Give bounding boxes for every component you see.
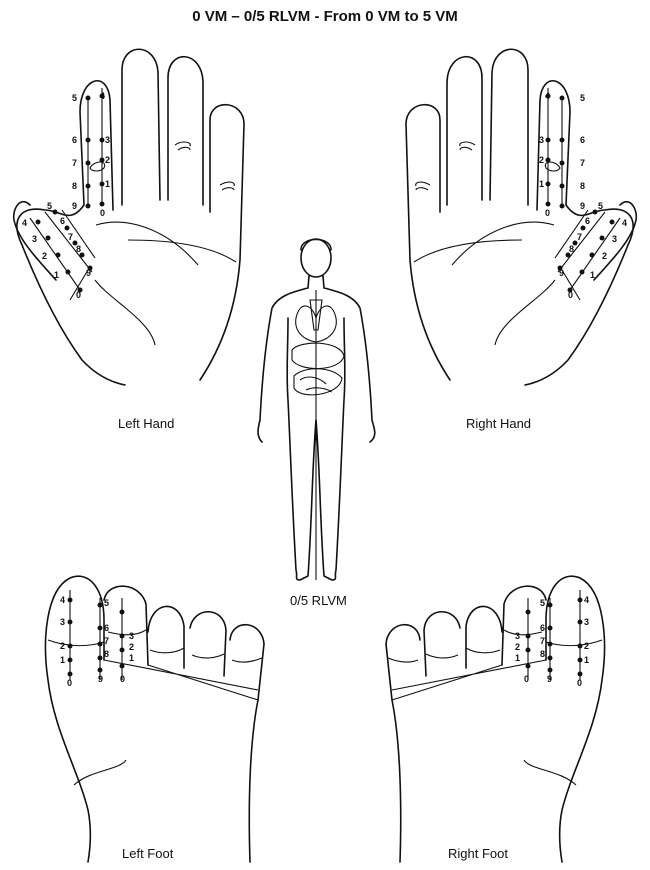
right-thumb-label: 1 bbox=[590, 270, 595, 280]
right-thumb-label: 5 bbox=[598, 201, 603, 211]
right-foot bbox=[385, 575, 606, 863]
left-thumb-label: 9 bbox=[86, 268, 91, 278]
right-second-toe-label: 8 bbox=[540, 649, 545, 659]
right-hand-finger-label: 2 bbox=[539, 155, 544, 165]
left-thumb-label: 1 bbox=[54, 270, 59, 280]
right-big-toe-label: 3 bbox=[584, 617, 589, 627]
left-hand-finger-label: 2 bbox=[105, 155, 110, 165]
left-hand-finger-label: 1 bbox=[105, 179, 110, 189]
left-second-toe-inner-label: 3 bbox=[129, 631, 134, 641]
left-big-toe-label: 3 bbox=[60, 617, 65, 627]
right-big-toe-label: 2 bbox=[584, 641, 589, 651]
right-hand-finger-label: 7 bbox=[580, 158, 585, 168]
left-big-toe-label: 1 bbox=[60, 655, 65, 665]
right-hand-finger-label: 4 bbox=[545, 91, 550, 101]
right-thumb-label: 2 bbox=[602, 251, 607, 261]
left-big-toe-label: 4 bbox=[60, 595, 65, 605]
left-second-toe-label: 8 bbox=[104, 649, 109, 659]
right-foot-labels: 4 3 2 1 0 5 6 7 8 9 3 2 1 0 bbox=[515, 595, 589, 688]
left-hand: 5 6 7 8 9 4 3 2 1 0 5 6 7 8 9 4 3 2 1 0 bbox=[12, 48, 245, 386]
left-hand-caption: Left Hand bbox=[118, 416, 175, 431]
left-thumb-label: 7 bbox=[68, 232, 73, 242]
left-hand-finger-label: 3 bbox=[105, 135, 110, 145]
right-second-toe-inner-label: 0 bbox=[524, 674, 529, 684]
left-thumb-label: 5 bbox=[47, 201, 52, 211]
right-hand-finger-label: 0 bbox=[545, 208, 550, 218]
right-thumb-label: 3 bbox=[612, 234, 617, 244]
right-big-toe-label: 1 bbox=[584, 655, 589, 665]
left-second-toe-label: 5 bbox=[104, 598, 109, 608]
left-thumb-label: 4 bbox=[22, 218, 27, 228]
left-thumb-label: 6 bbox=[60, 216, 65, 226]
left-hand-finger-label: 0 bbox=[100, 208, 105, 218]
left-thumb-label: 0 bbox=[76, 290, 81, 300]
right-hand-caption: Right Hand bbox=[466, 416, 532, 431]
right-thumb-label: 4 bbox=[622, 218, 627, 228]
left-second-toe-inner-label: 0 bbox=[120, 674, 125, 684]
left-hand-finger-label: 5 bbox=[72, 93, 77, 103]
left-hand-finger-label: 8 bbox=[72, 181, 77, 191]
left-hand-finger-label: 4 bbox=[100, 91, 105, 101]
left-second-toe-inner-label: 1 bbox=[129, 653, 134, 663]
left-thumb-label: 3 bbox=[32, 234, 37, 244]
left-second-toe-label: 9 bbox=[98, 674, 103, 684]
right-hand bbox=[405, 48, 638, 386]
right-hand-finger-label: 3 bbox=[539, 135, 544, 145]
right-hand-finger-label: 9 bbox=[580, 201, 585, 211]
human-body-figure bbox=[257, 238, 376, 581]
right-hand-labels: 5 6 7 8 9 4 3 2 1 0 5 6 7 8 9 4 3 2 1 0 bbox=[539, 91, 627, 300]
right-thumb-label: 8 bbox=[569, 244, 574, 254]
left-big-toe-label: 2 bbox=[60, 641, 65, 651]
body-caption: 0/5 RLVM bbox=[290, 593, 347, 608]
right-thumb-label: 7 bbox=[577, 232, 582, 242]
right-second-toe-inner-label: 2 bbox=[515, 642, 520, 652]
right-hand-finger-label: 6 bbox=[580, 135, 585, 145]
left-foot: 4 3 2 1 0 5 6 7 8 9 3 2 1 0 bbox=[44, 575, 265, 863]
right-second-toe-label: 6 bbox=[540, 623, 545, 633]
right-big-toe-label: 4 bbox=[584, 595, 589, 605]
right-second-toe-inner-label: 3 bbox=[515, 631, 520, 641]
left-big-toe-label: 0 bbox=[67, 678, 72, 688]
right-second-toe-label: 7 bbox=[540, 636, 545, 646]
left-second-toe-label: 6 bbox=[104, 623, 109, 633]
right-thumb-label: 0 bbox=[568, 290, 573, 300]
left-second-toe-inner-label: 2 bbox=[129, 642, 134, 652]
right-thumb-label: 6 bbox=[585, 216, 590, 226]
right-hand-finger-label: 5 bbox=[580, 93, 585, 103]
diagram-title: 0 VM – 0/5 RLVM - From 0 VM to 5 VM bbox=[192, 8, 458, 25]
left-hand-finger-label: 7 bbox=[72, 158, 77, 168]
right-thumb-label: 9 bbox=[559, 268, 564, 278]
right-big-toe-label: 0 bbox=[577, 678, 582, 688]
left-hand-finger-label: 9 bbox=[72, 201, 77, 211]
right-hand-finger-label: 1 bbox=[539, 179, 544, 189]
left-second-toe-label: 7 bbox=[104, 636, 109, 646]
right-hand-finger-label: 8 bbox=[580, 181, 585, 191]
left-thumb-label: 8 bbox=[76, 244, 81, 254]
left-hand-finger-label: 6 bbox=[72, 135, 77, 145]
right-second-toe-label: 9 bbox=[547, 674, 552, 684]
left-thumb-label: 2 bbox=[42, 251, 47, 261]
right-foot-caption: Right Foot bbox=[448, 846, 508, 861]
right-second-toe-inner-label: 1 bbox=[515, 653, 520, 663]
left-foot-caption: Left Foot bbox=[122, 846, 174, 861]
right-second-toe-label: 5 bbox=[540, 598, 545, 608]
